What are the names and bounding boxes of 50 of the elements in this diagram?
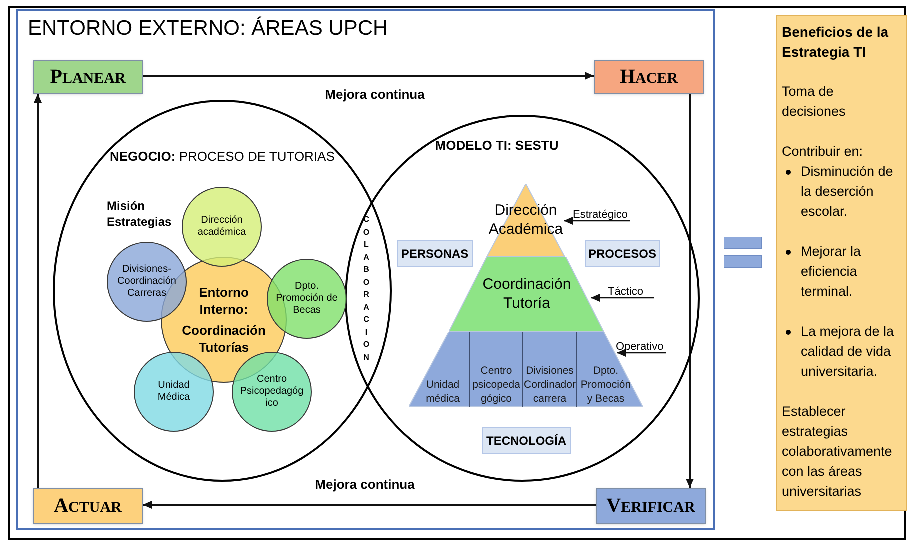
benefit-item: La mejora de la calidad de vida universitaria. [801,323,896,381]
benefit-text: Establecer estrategias colaborativamente con las áreas universitarias [782,403,894,501]
arrow [564,217,630,225]
category-label: PROCESOS [588,246,656,262]
area-heading: NEGOCIO: PROCESO DE TUTORIAS [110,149,336,165]
cell-label: Divisiones Cordinador carrera [523,364,577,406]
benefit-text: Contribuir en: [782,143,864,161]
cycle-step-box [594,60,704,94]
cell-label: Dpto. Promoción y Becas [580,364,632,406]
category-box [482,427,571,454]
category-box [585,240,660,267]
benefits-panel [776,15,907,511]
circle-label: Dirección académica [196,215,248,239]
benefit-item: Mejorar la eficiencia terminal. [801,243,862,301]
level-label: Estratégico [573,208,630,223]
step-label: VERIFICAR [606,494,696,519]
cycle-step-box [596,488,706,524]
cycle-step-box [33,488,143,524]
circle-label: Divisiones-Coordinación Carreras [116,264,178,300]
arrow [34,94,42,488]
cell-label: Centro psicopedagógico [472,364,522,406]
arrow [591,294,654,302]
category-label: TECNOLOGÍA [486,432,566,450]
benefit-item: Disminución de la deserción escolar. [801,163,894,221]
tier-label: Coordinación Tutoría [482,275,572,313]
category-box [397,240,473,267]
arrow [686,94,694,488]
panel-heading: Beneficios de la Estrategia TI [782,23,890,62]
cycle-step-box [33,60,143,94]
area-heading: MODELO TI: SESTU [434,138,560,154]
step-label: HACER [620,65,678,90]
arrow [143,72,594,80]
circle-label: Centro Psicopedagógico [240,374,304,410]
arrow [617,349,666,357]
circle-label: Coordinación Tutorías [181,322,267,356]
cell-label: Unidad médica [425,378,461,406]
category-label: PERSONAS [401,246,469,262]
arrow [143,501,596,509]
circle-label: Entorno Interno: [198,284,250,318]
step-label: PLANEAR [50,65,126,90]
tier-label: Dirección Académica [488,201,564,239]
benefit-text: Toma de decisiones [782,83,847,121]
step-label: ACTUAR [54,494,122,519]
diagram-title: ENTORNO EXTERNO: ÁREAS UPCH [28,16,388,42]
circle-label: Unidad Médica [156,380,192,404]
area-note: Misión Estrategias [107,198,173,230]
circle-label: Dpto. Promoción de Becas [275,281,339,317]
level-label: Operativo [616,340,665,355]
level-label: Táctico [608,285,644,300]
pyramid-tier [449,257,604,332]
